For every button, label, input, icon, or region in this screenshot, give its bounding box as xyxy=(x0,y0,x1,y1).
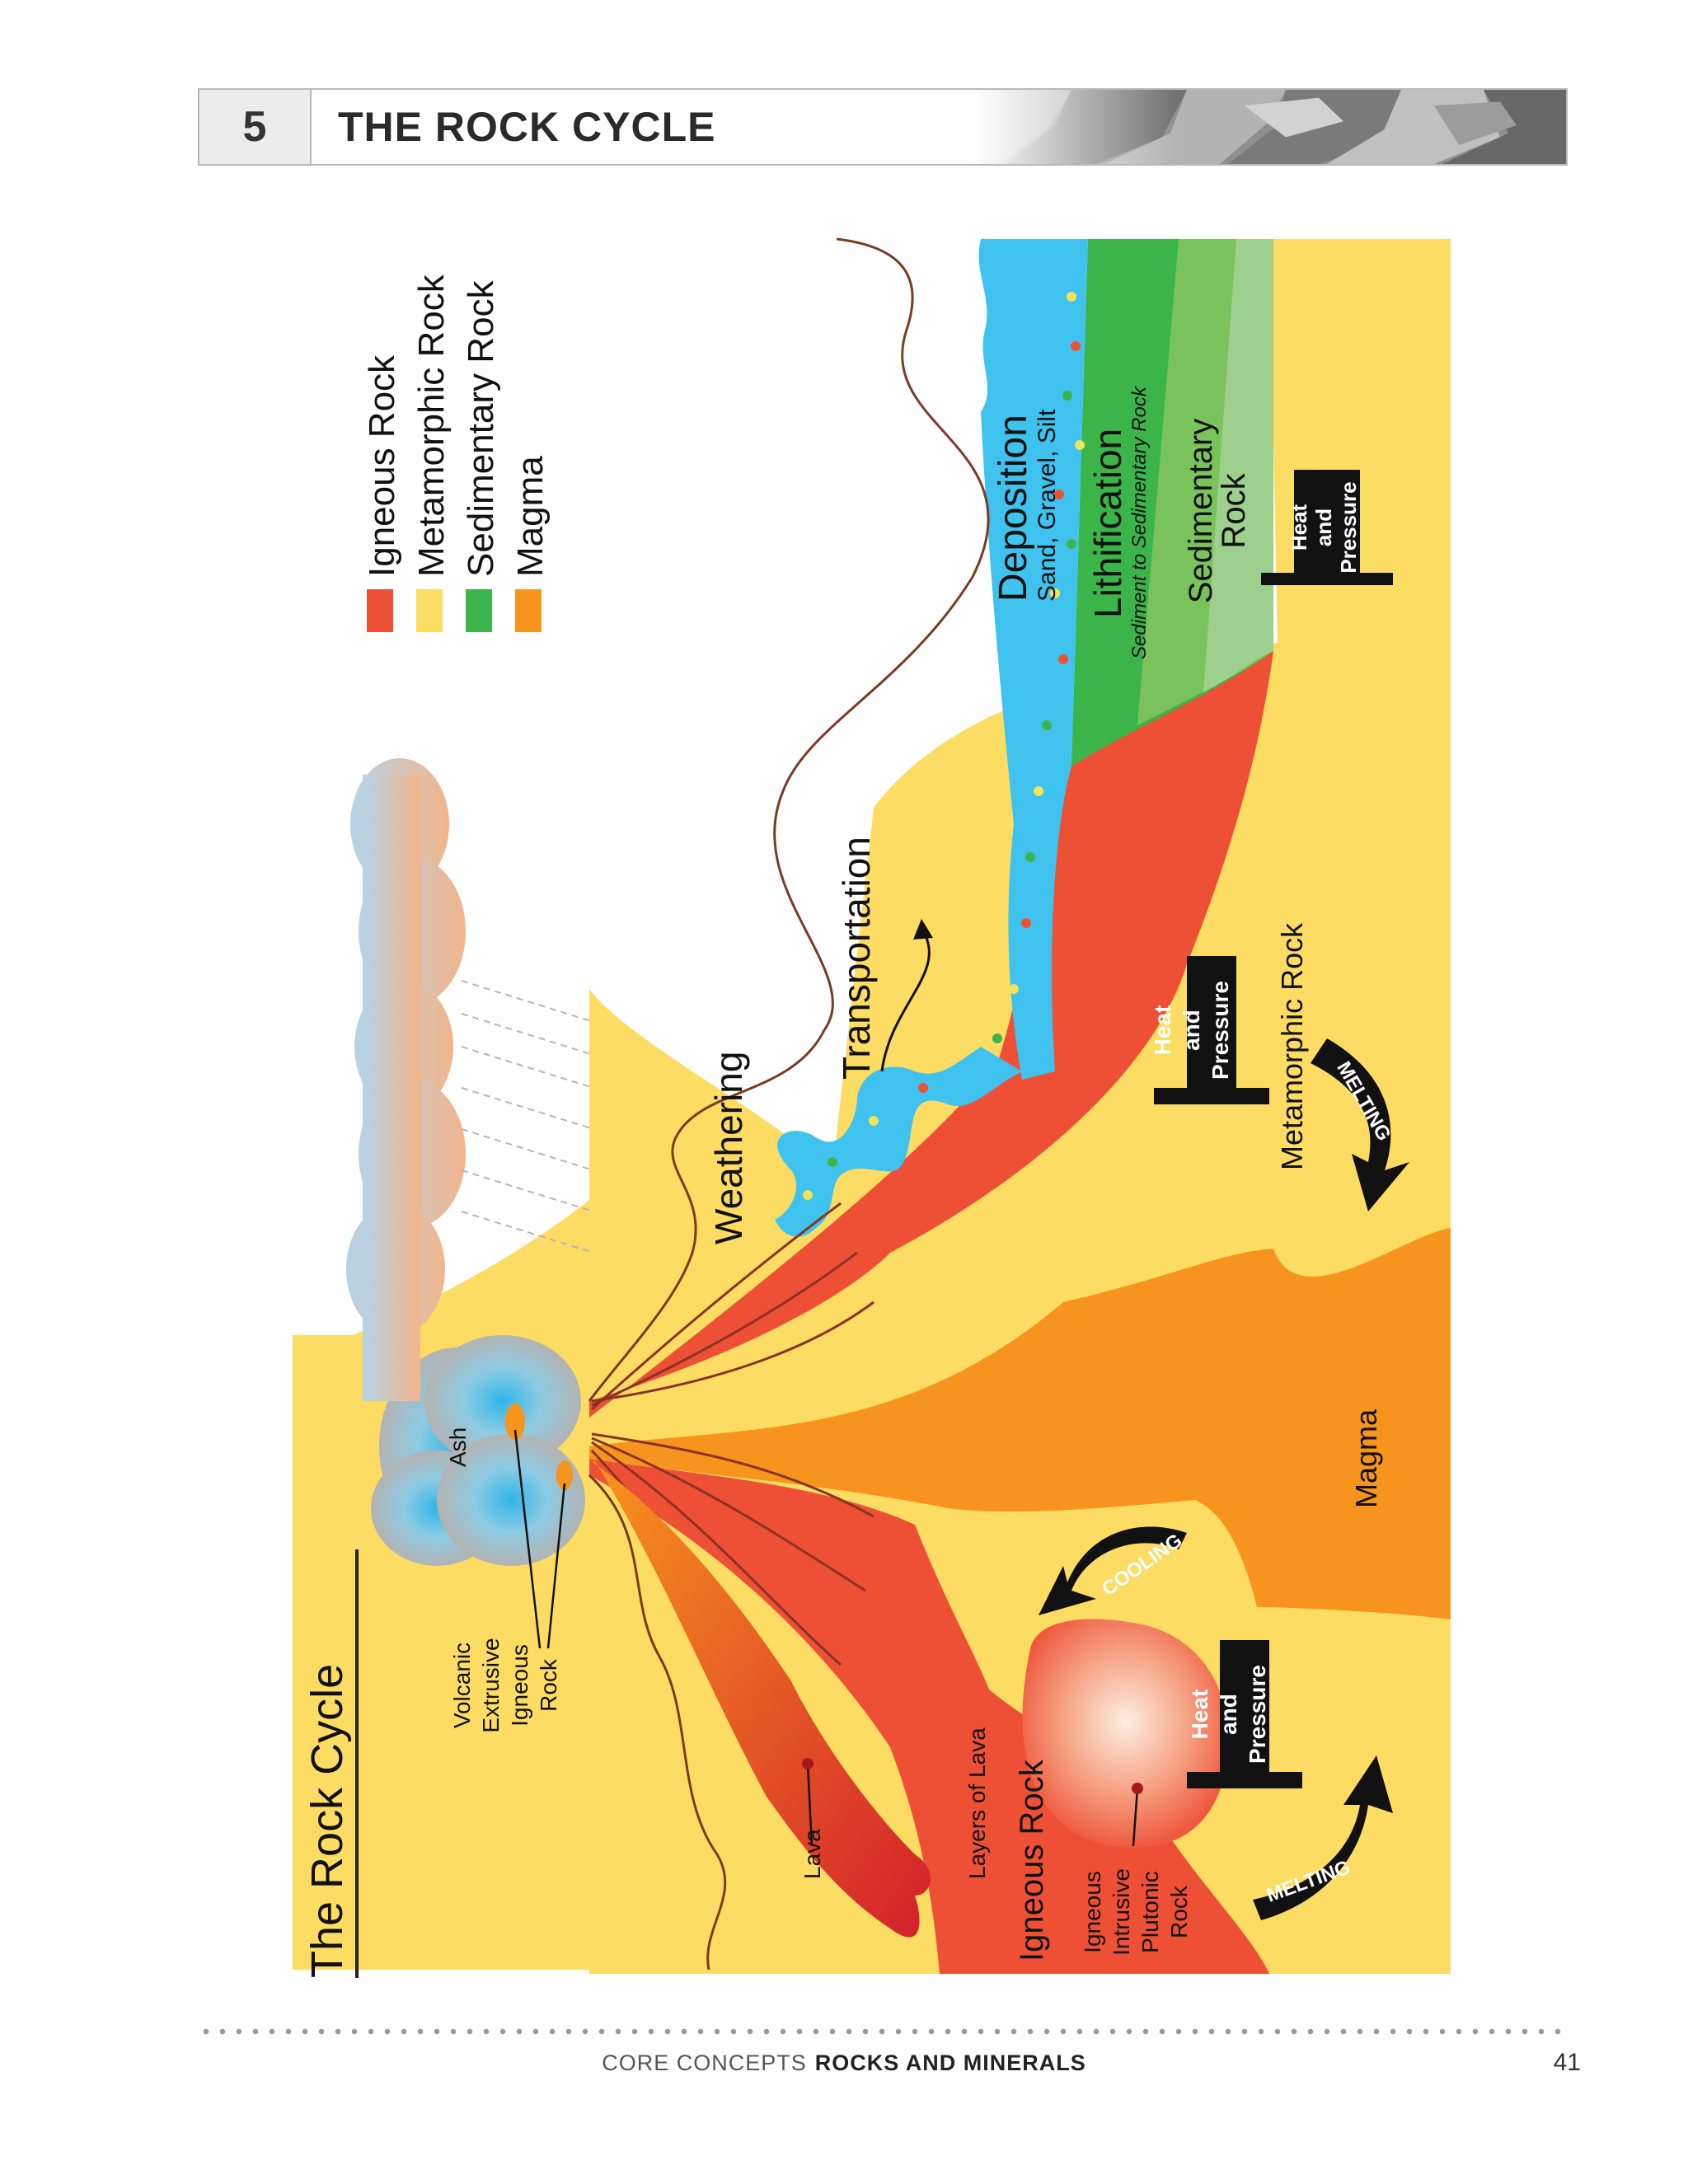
chapter-header: 5 THE ROCK CYCLE xyxy=(198,88,1568,166)
weathering-label: Weathering xyxy=(707,1052,750,1244)
legend-swatch-metamorphic xyxy=(416,589,443,632)
igneous-rock-label: Igneous Rock xyxy=(1014,1759,1050,1961)
layers-of-lava-label: Layers of Lava xyxy=(964,1727,990,1879)
chapter-title: THE ROCK CYCLE xyxy=(338,104,716,150)
lithification-sub-label: Sediment to Sedimentary Rock xyxy=(1128,385,1151,659)
igneous-intrusive-pluton xyxy=(1022,1619,1228,1848)
rain-cloud xyxy=(346,758,466,1401)
legend-swatch-igneous xyxy=(367,589,393,632)
rain-lines xyxy=(461,980,594,1254)
heat-label-mid-2: and xyxy=(1179,1010,1204,1051)
sedimentary-rock-label-line-1: Sedimentary xyxy=(1183,419,1219,604)
legend-label-sedimentary: Sedimentary Rock xyxy=(461,280,501,577)
ash-label: Ash xyxy=(445,1427,471,1467)
legend-label-metamorphic: Metamorphic Rock xyxy=(411,274,452,577)
heat-label-bottom-3: Pressure xyxy=(1245,1665,1270,1764)
volcanic-label-line-4: Rock xyxy=(536,1658,561,1712)
magma-region xyxy=(589,1228,1451,1619)
heat-label-top-2: and xyxy=(1311,509,1336,546)
legend-swatch-sedimentary xyxy=(466,589,492,632)
heat-label-top-3: Pressure xyxy=(1336,481,1361,573)
mountain-outline xyxy=(588,237,990,1402)
heat-label-bottom-2: and xyxy=(1216,1694,1241,1735)
plutonic-label-line-4: Rock xyxy=(1166,1885,1192,1938)
heat-label-bottom-1: Heat xyxy=(1187,1690,1212,1740)
volcanic-label-line-2: Extrusive xyxy=(478,1638,504,1732)
volcanic-bomb-2 xyxy=(556,1460,573,1490)
legend-label-magma: Magma xyxy=(510,456,551,577)
deposition-sub-label: Sand, Gravel, Silt xyxy=(1034,409,1061,602)
footer-series: CORE CONCEPTS xyxy=(602,2050,807,2075)
volcanic-pointer-lines xyxy=(513,1429,1139,1847)
volcanic-bomb-1 xyxy=(505,1404,525,1440)
deposition-label: Deposition xyxy=(992,415,1035,602)
page-number: 41 xyxy=(1553,2049,1581,2076)
heat-label-mid-3: Pressure xyxy=(1207,981,1233,1080)
cooling-arrow xyxy=(1039,1526,1187,1615)
heat-pressure-arrow-mid xyxy=(1154,956,1269,1104)
transportation-label: Transportation xyxy=(835,837,878,1080)
melting-arrow-bottom xyxy=(1253,1755,1393,1920)
metamorphic-rock-label: Metamorphic Rock xyxy=(1275,922,1309,1170)
heat-label-mid-1: Heat xyxy=(1150,1005,1175,1056)
transportation-arrow xyxy=(880,930,931,1072)
sedimentary-layer-light xyxy=(1203,239,1273,692)
volcanic-label-line-1: Volcanic xyxy=(449,1643,475,1728)
sedimentary-rock-label-line-2: Rock xyxy=(1216,472,1252,548)
igneous-rock-region-upper xyxy=(589,651,1273,1418)
lava-flow xyxy=(593,1459,931,1938)
heat-pressure-arrow-top xyxy=(1261,470,1393,585)
sediment-particles xyxy=(803,292,1085,1200)
plutonic-label-line-3: Plutonic xyxy=(1137,1871,1163,1953)
heat-pressure-arrow-bottom xyxy=(1187,1640,1302,1788)
transportation-arrowhead xyxy=(913,919,933,940)
mountain-outline-left xyxy=(588,1474,727,1971)
heat-label-top-1: Heat xyxy=(1287,504,1311,551)
volcanic-label-line-3: Igneous xyxy=(507,1644,532,1727)
legend-swatch-magma xyxy=(515,589,542,632)
magma-label: Magma xyxy=(1349,1408,1383,1508)
diagram-title: The Rock Cycle xyxy=(302,1664,352,1978)
plutonic-label-line-1: Igneous xyxy=(1080,1871,1105,1953)
ash-cloud xyxy=(371,1335,585,1566)
stream xyxy=(775,1047,1022,1237)
footer-book: ROCKS AND MINERALS xyxy=(814,2050,1086,2075)
lava-pointer-dot xyxy=(802,1758,814,1769)
pluton-pointer-dot xyxy=(1132,1783,1143,1794)
rock-texture-image xyxy=(973,90,1566,164)
chapter-number: 5 xyxy=(199,90,312,164)
lava-label: Lava xyxy=(799,1829,825,1879)
deposition-water xyxy=(978,239,1088,1080)
lithification-label: Lithification xyxy=(1086,429,1129,618)
footer: CORE CONCEPTS ROCKS AND MINERALS xyxy=(0,2050,1688,2076)
legend-label-igneous: Igneous Rock xyxy=(362,354,402,577)
footer-dotted-rule xyxy=(198,2027,1568,2036)
plutonic-label-line-2: Intrusive xyxy=(1109,1868,1134,1956)
melting-arrow-top xyxy=(1311,1038,1409,1212)
